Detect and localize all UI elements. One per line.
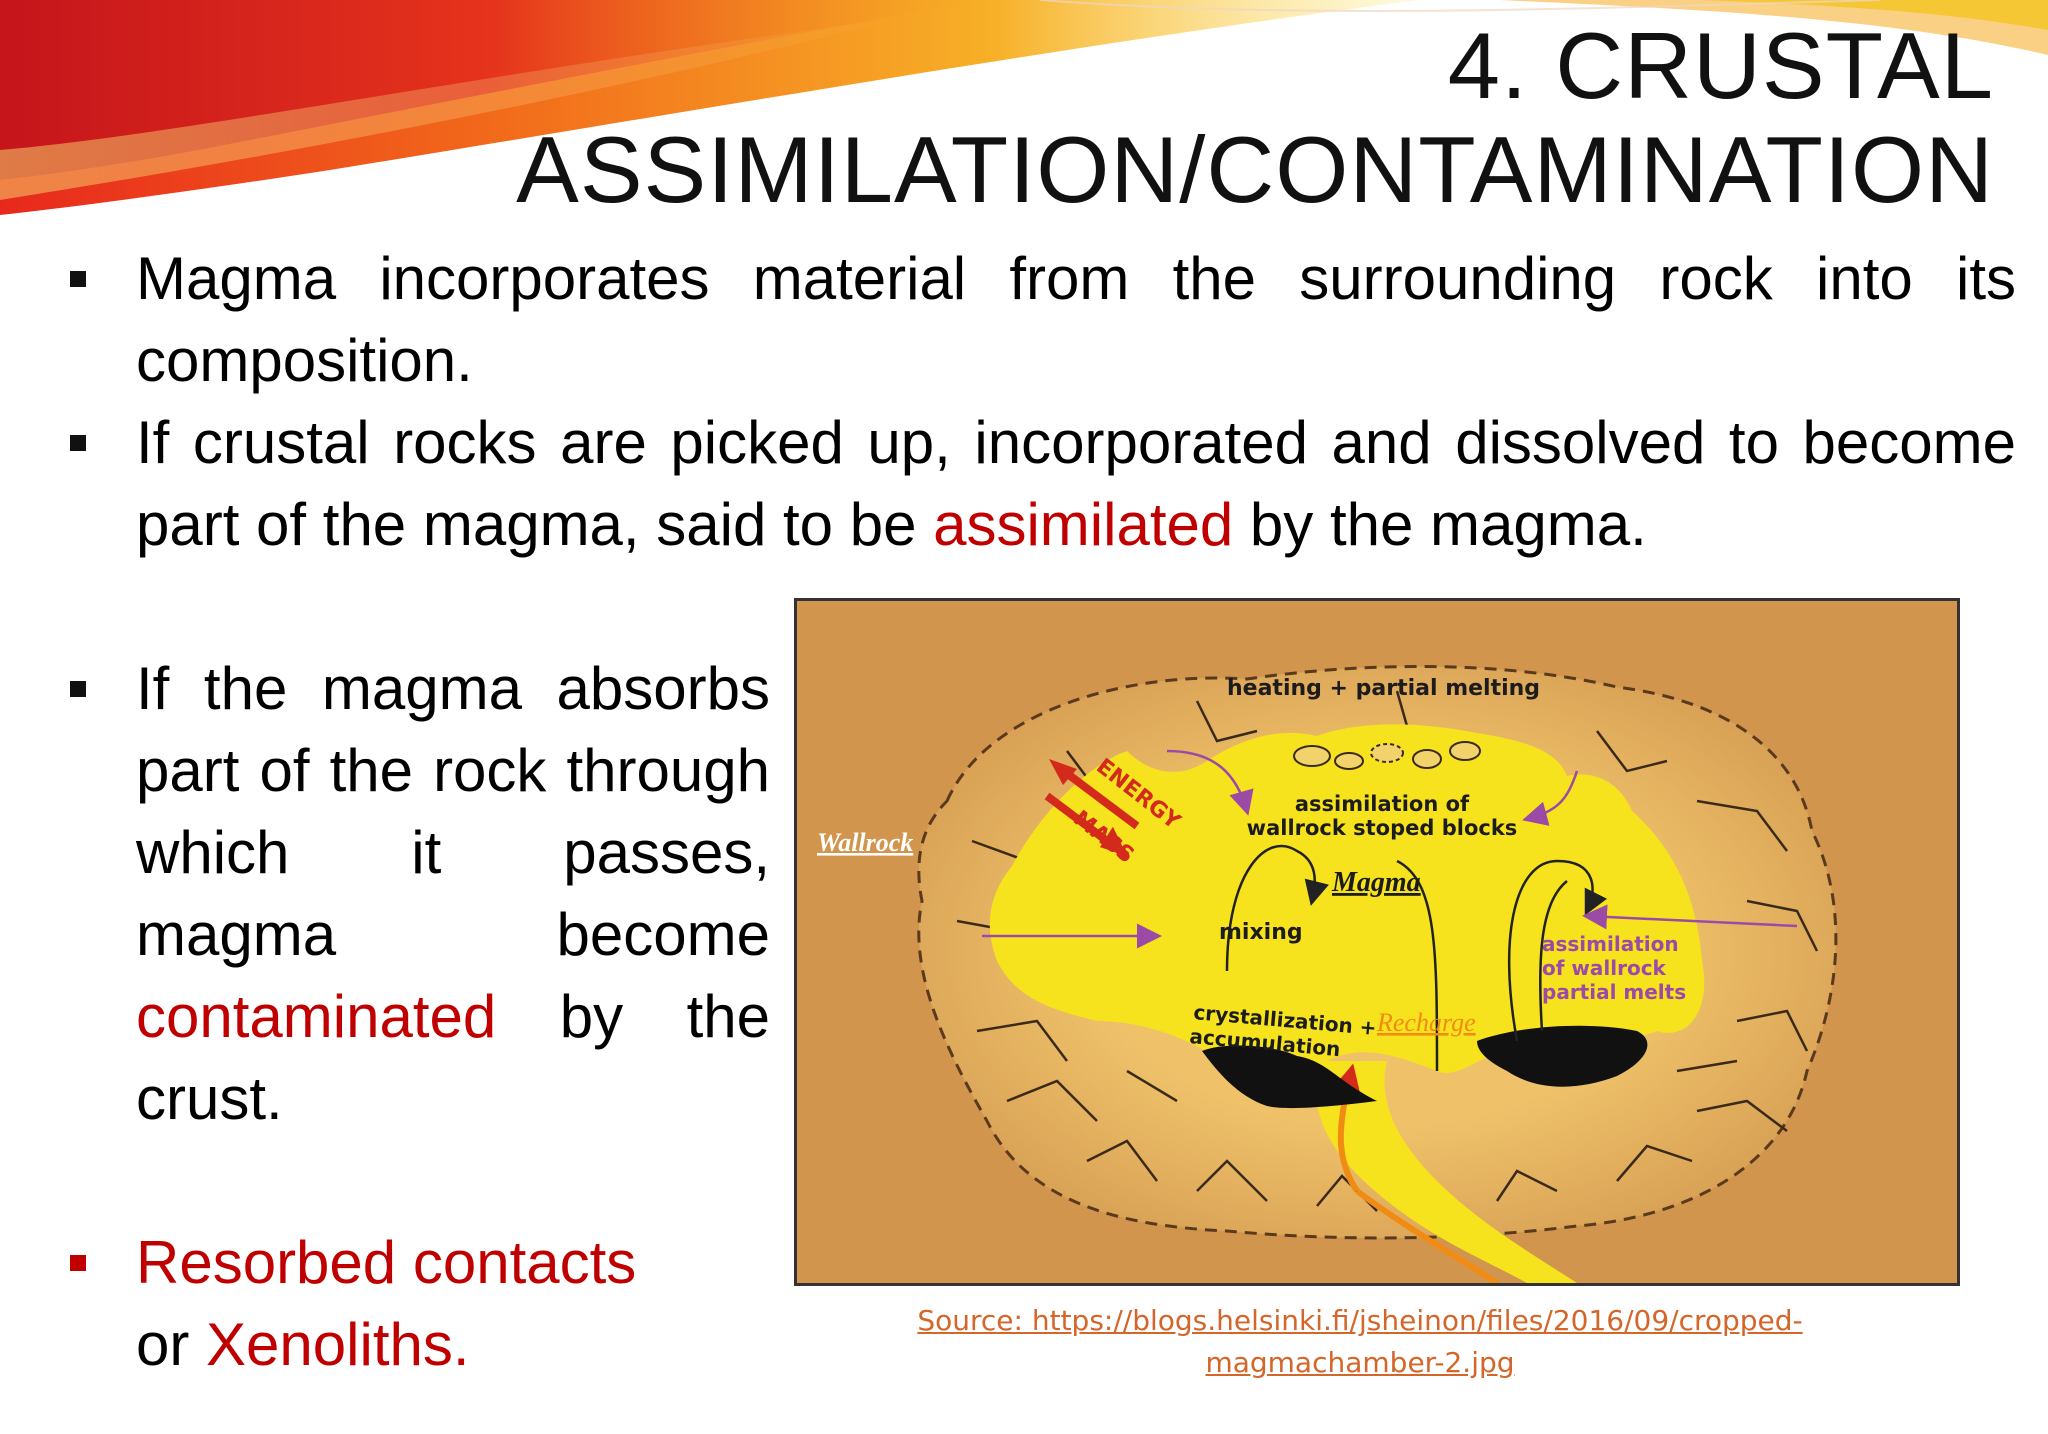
assimilation-arrow-top-right — [1522, 770, 1579, 826]
title-line-1: 4. CRUSTAL — [1447, 13, 1994, 118]
crystal-cumulate-right — [1477, 1025, 1648, 1087]
recharge-flow — [1355, 1188, 1499, 1283]
label-mixing: mixing — [1219, 920, 1303, 945]
label-magma: Magma — [1331, 867, 1421, 898]
magma-chamber-diagram: heating + partial melting ENERGY MASS as… — [794, 598, 1960, 1286]
fracture-lines — [956, 690, 1819, 1212]
label-recharge: Recharge — [1376, 1008, 1476, 1037]
stoped-blocks — [1293, 741, 1481, 770]
bullet-1-text: Magma incorporates material from the sur… — [136, 245, 2016, 394]
bullet-marker — [70, 681, 86, 697]
bullet-2-part-2: by the magma. — [1233, 491, 1647, 558]
slide-title: 4. CRUSTAL ASSIMILATION/CONTAMINATION — [516, 14, 1994, 222]
xenoliths-highlight: Xenoliths. — [206, 1311, 470, 1378]
resorbed-contacts-text: Resorbed contacts — [136, 1229, 637, 1296]
bullet-2-text: If crustal rocks are picked up, incorpor… — [136, 402, 2016, 566]
label-melts-3: partial melts — [1542, 980, 1686, 1004]
assimilation-arrow-top-left — [1166, 749, 1254, 816]
source-line-2[interactable]: magmachamber-2.jpg — [1205, 1346, 1515, 1379]
crystal-cumulate-left — [1202, 1045, 1377, 1109]
bullet-3-text: If the magma absorbs part of the rock th… — [136, 648, 770, 1140]
contaminated-highlight: contaminated — [136, 983, 497, 1050]
bullet-marker — [70, 435, 86, 451]
label-heating: heating + partial melting — [1227, 676, 1540, 701]
source-line-1[interactable]: Source: https://blogs.helsinki.fi/jshein… — [917, 1304, 1803, 1337]
bullet-marker — [70, 271, 86, 287]
bullet-3-part-1: If the magma absorbs part of the rock th… — [136, 655, 770, 968]
label-melts-1: assimilation — [1542, 932, 1679, 956]
assimilated-highlight: assimilated — [933, 491, 1234, 558]
mixing-arrow-right — [1507, 859, 1608, 1042]
mixing-arrow-left — [1225, 844, 1329, 972]
bullet-3-part-2: by the crust. — [136, 983, 770, 1132]
mixing-loop-left — [1396, 859, 1439, 1072]
diagram-canvas: heating + partial melting ENERGY MASS as… — [817, 665, 1838, 1283]
bullet-marker-red — [70, 1255, 86, 1271]
label-wallrock: Wallrock — [817, 828, 913, 857]
source-link[interactable]: Source: https://blogs.helsinki.fi/jshein… — [860, 1300, 1860, 1384]
mixing-loop-right — [1539, 880, 1568, 1032]
bullet-4-text: Resorbed contacts or Xenoliths. — [136, 1222, 836, 1386]
label-melts-2: of wallrock — [1542, 956, 1667, 980]
title-line-2: ASSIMILATION/CONTAMINATION — [516, 117, 1994, 222]
recharge-conduit — [1315, 1061, 1577, 1283]
header-swoosh-decoration — [0, 0, 2048, 215]
label-stoped-2: wallrock stoped blocks — [1247, 816, 1518, 840]
bullet-4-or: or — [136, 1311, 207, 1378]
bullet-2-part-1: If crustal rocks are picked up, incorpor… — [136, 409, 2016, 558]
energy-mass-arrows — [1044, 759, 1140, 860]
assimilation-arrow-right — [1582, 904, 1798, 930]
label-stoped-1: assimilation of — [1295, 792, 1470, 816]
